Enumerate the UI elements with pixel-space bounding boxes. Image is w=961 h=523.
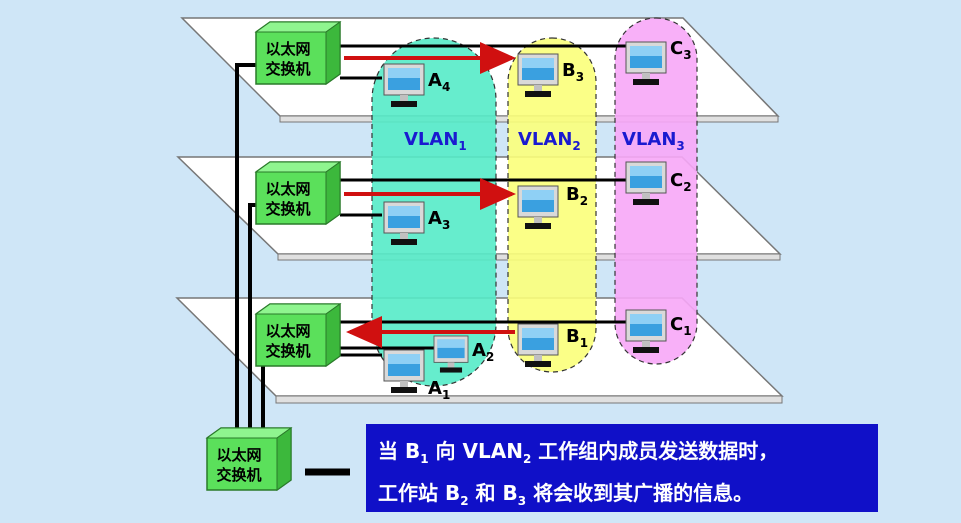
backbone-cables <box>235 63 350 476</box>
vlan1-label: VLAN1 <box>404 129 467 153</box>
label-c2: C2 <box>670 170 692 194</box>
label-b2: B2 <box>566 184 588 208</box>
svg-text:交换机: 交换机 <box>265 60 310 78</box>
caption-box: 当 B1 向 VLAN2 工作组内成员发送数据时， 工作站 B2 和 B3 将会… <box>366 424 878 512</box>
label-b3: B3 <box>562 60 584 84</box>
broadcast-arrows <box>344 42 516 348</box>
label-a2: A2 <box>472 340 494 364</box>
label-c3: C3 <box>670 38 692 62</box>
vlan3-label: VLAN3 <box>622 129 685 153</box>
svg-text:交换机: 交换机 <box>265 200 310 218</box>
label-b1: B1 <box>566 326 588 350</box>
switch-middle: 以太网 交换机 <box>255 161 341 225</box>
svg-text:以太网: 以太网 <box>216 446 261 464</box>
caption-line-2: 工作站 B2 和 B3 将会收到其广播的信息。 <box>378 481 754 508</box>
vlan2-label: VLAN2 <box>518 129 581 153</box>
switch-backbone: 以太网 交换机 <box>206 427 292 491</box>
floor-cables <box>338 44 640 357</box>
label-c1: C1 <box>670 314 692 338</box>
svg-text:以太网: 以太网 <box>265 180 310 198</box>
label-a3: A3 <box>428 208 450 232</box>
svg-text:交换机: 交换机 <box>216 466 261 484</box>
switch-bottom: 以太网 交换机 <box>255 303 341 367</box>
caption-line-1: 当 B1 向 VLAN2 工作组内成员发送数据时， <box>378 439 779 466</box>
svg-text:以太网: 以太网 <box>265 40 310 58</box>
switch-top: 以太网 交换机 <box>255 21 341 85</box>
label-a1: A1 <box>428 378 450 402</box>
svg-text:交换机: 交换机 <box>265 342 310 360</box>
label-a4: A4 <box>428 70 450 94</box>
svg-text:以太网: 以太网 <box>265 322 310 340</box>
vlan1-region <box>371 37 497 387</box>
